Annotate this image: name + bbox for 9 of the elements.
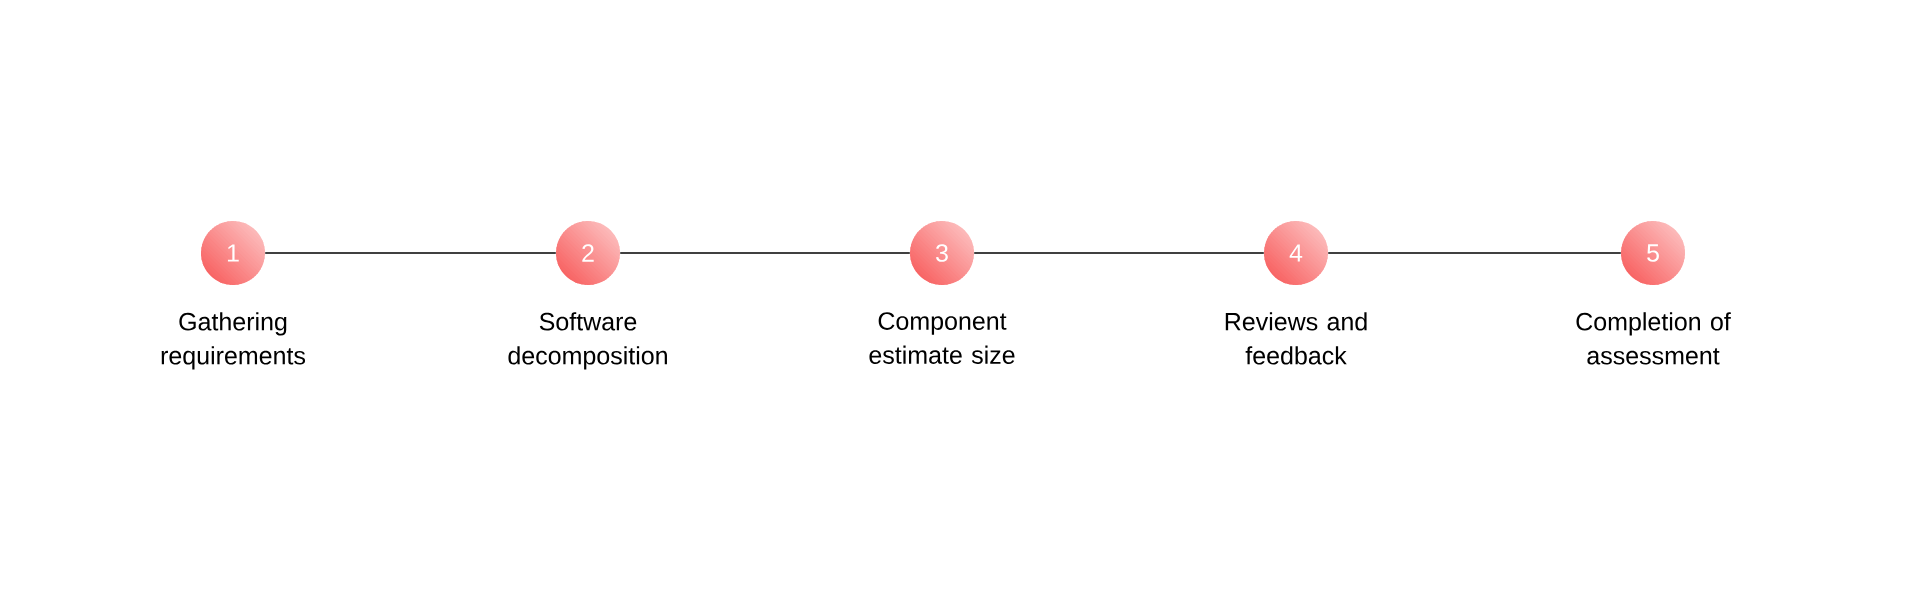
connector-line: [973, 252, 1265, 254]
step-label: Component estimate size: [869, 312, 1015, 364]
step-label: Reviews and feedback: [1225, 312, 1367, 365]
connector-line: [619, 252, 911, 254]
connector-line: [1327, 252, 1622, 254]
step-label: Gathering requirements: [161, 312, 305, 370]
connector-line: [264, 252, 557, 254]
step-label: Software decomposition: [508, 312, 667, 370]
step-label: Completion of assessment: [1576, 312, 1731, 365]
